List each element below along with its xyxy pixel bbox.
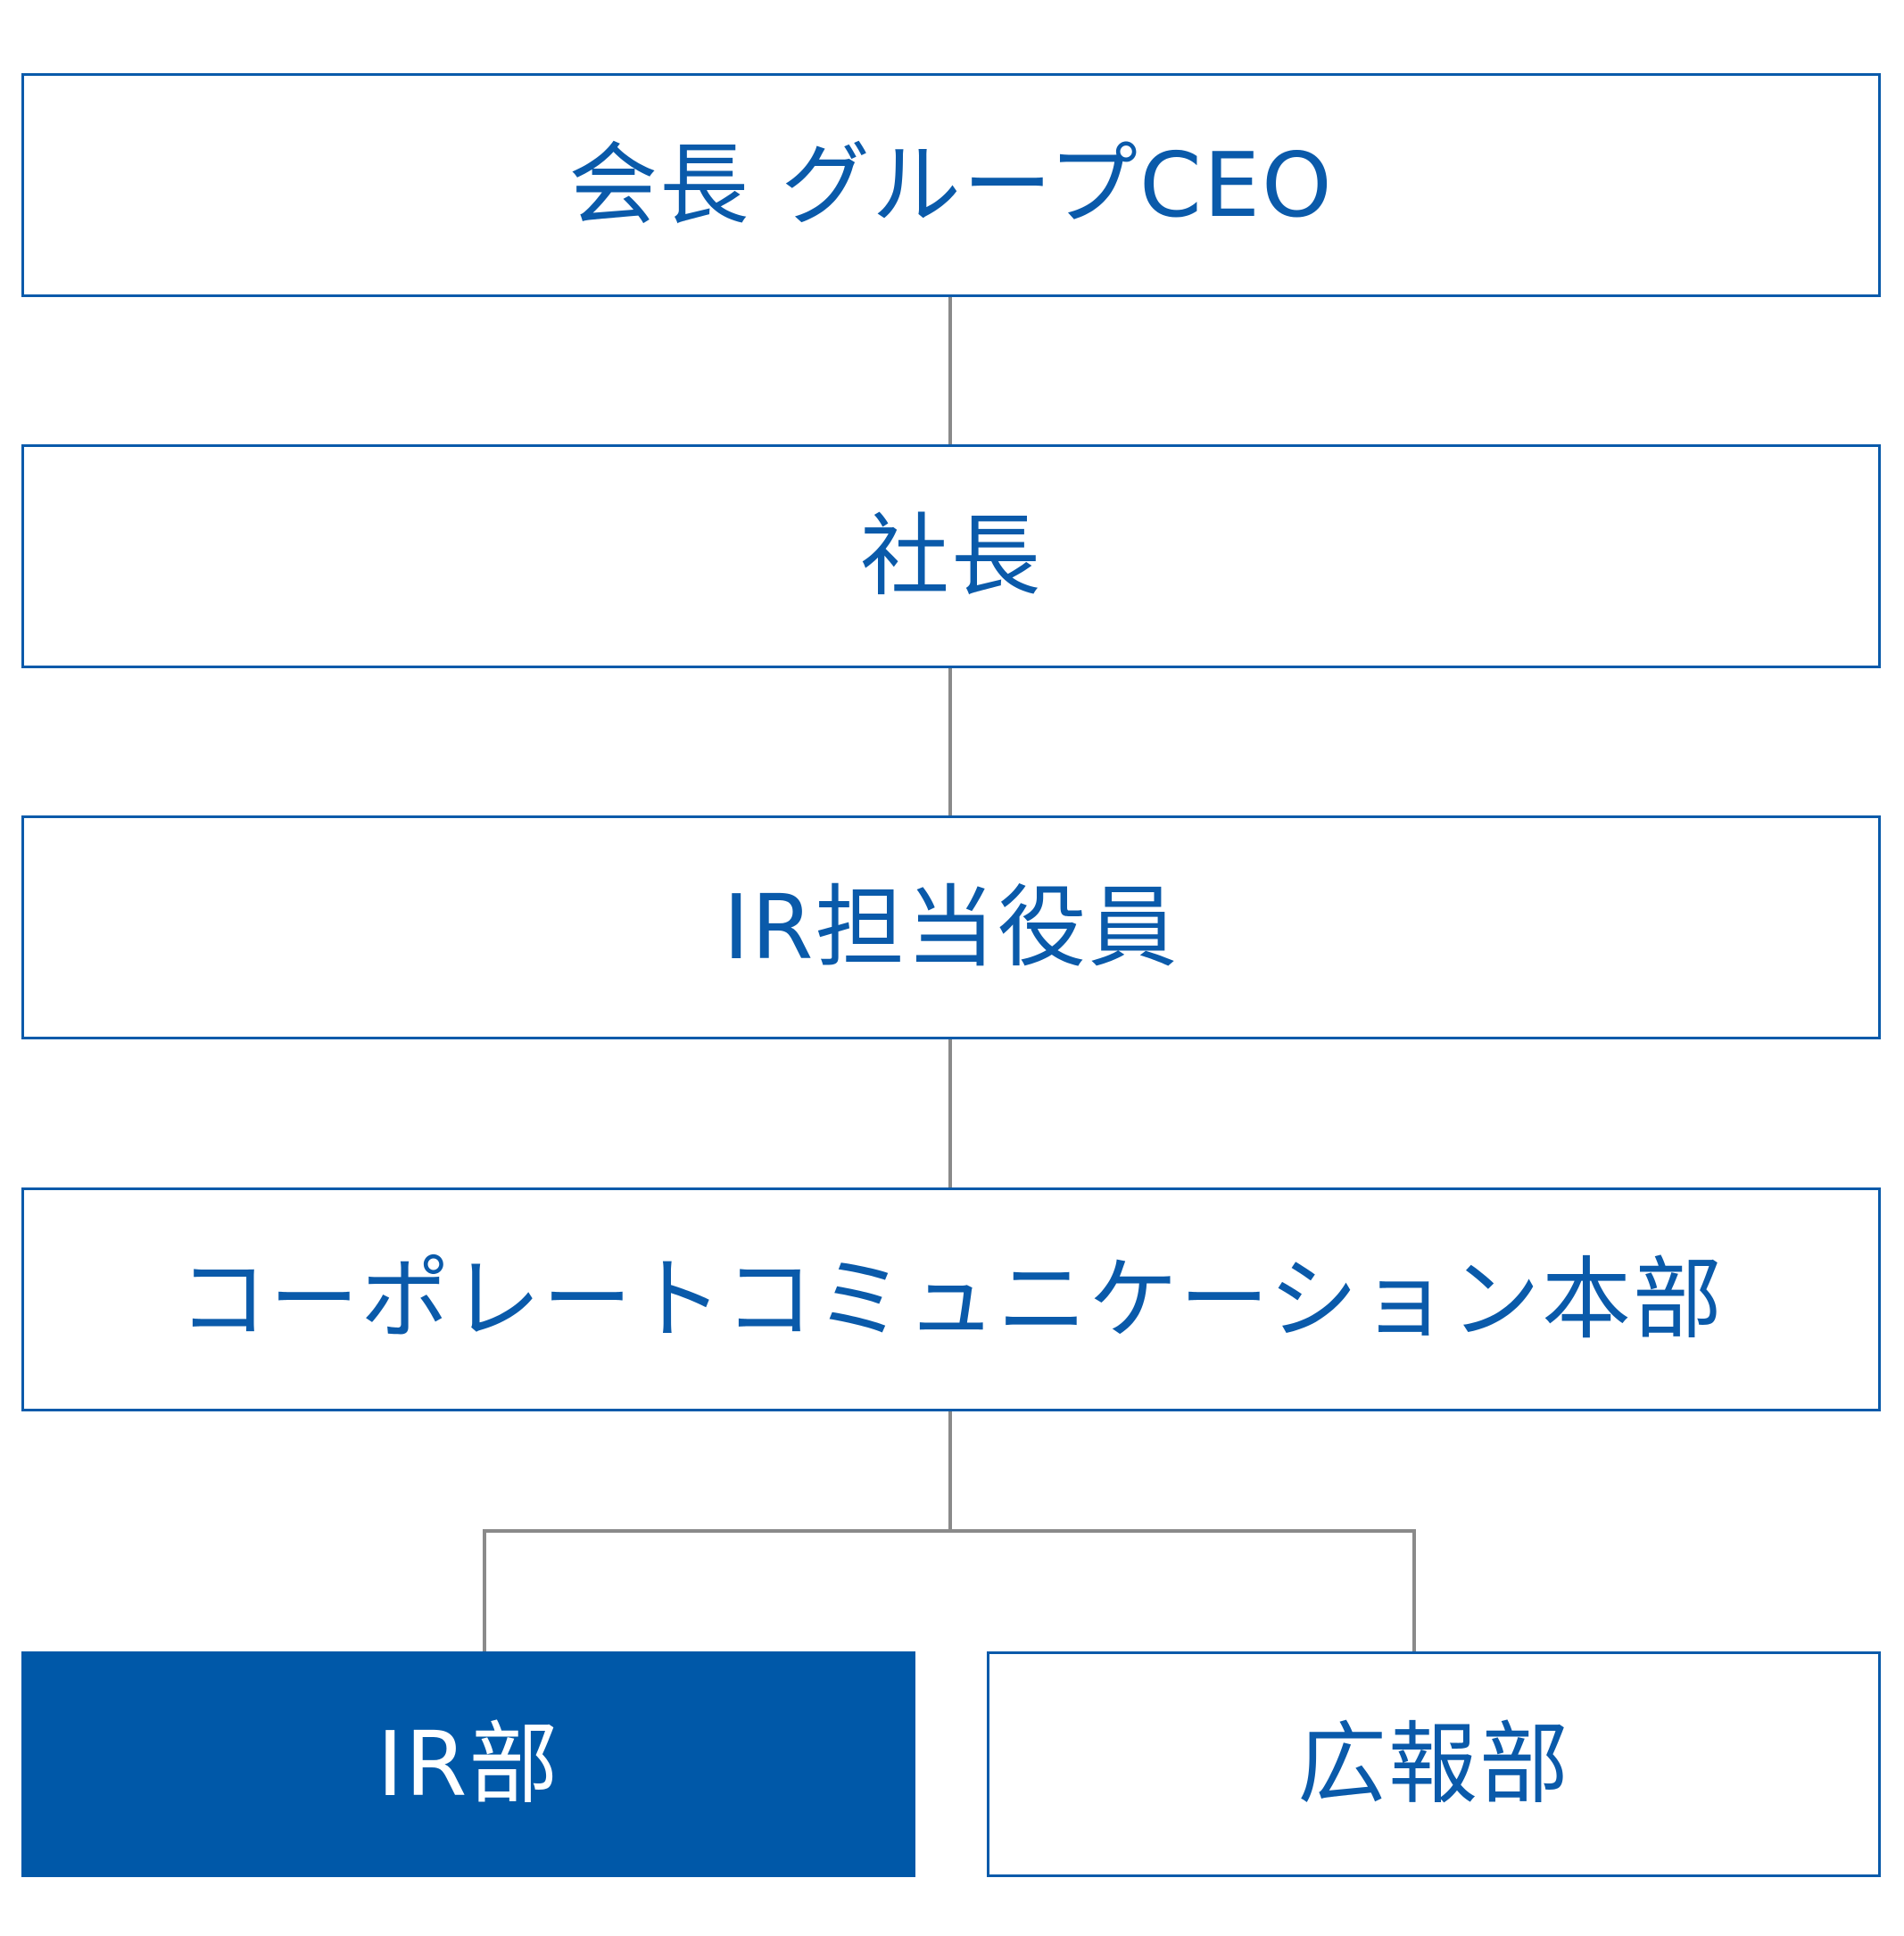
connector-branch-pr-dept: [1412, 1529, 1416, 1651]
connector-chairman-president: [948, 297, 952, 444]
node-label: IR部: [377, 1711, 560, 1816]
node-corporate-communication: コーポレートコミュニケーション本部: [21, 1187, 1881, 1411]
connector-branch-ir-dept: [483, 1529, 486, 1651]
node-ir-officer: IR担当役員: [21, 815, 1881, 1039]
connector-ir-officer-corp-comm: [948, 1039, 952, 1187]
node-pr-department: 広報部: [987, 1651, 1881, 1877]
node-label: 会長 グループCEO: [568, 132, 1334, 237]
node-label: IR担当役員: [723, 874, 1180, 980]
node-ir-department: IR部: [21, 1651, 915, 1877]
connector-corp-comm-branch: [948, 1411, 952, 1533]
node-label: 広報部: [1297, 1711, 1570, 1816]
node-president: 社長: [21, 444, 1881, 668]
node-label: コーポレートコミュニケーション本部: [178, 1246, 1724, 1352]
node-label: 社長: [860, 503, 1042, 608]
connector-president-ir-officer: [948, 668, 952, 815]
node-chairman-ceo: 会長 グループCEO: [21, 73, 1881, 297]
connector-branch-horizontal: [483, 1529, 1416, 1533]
